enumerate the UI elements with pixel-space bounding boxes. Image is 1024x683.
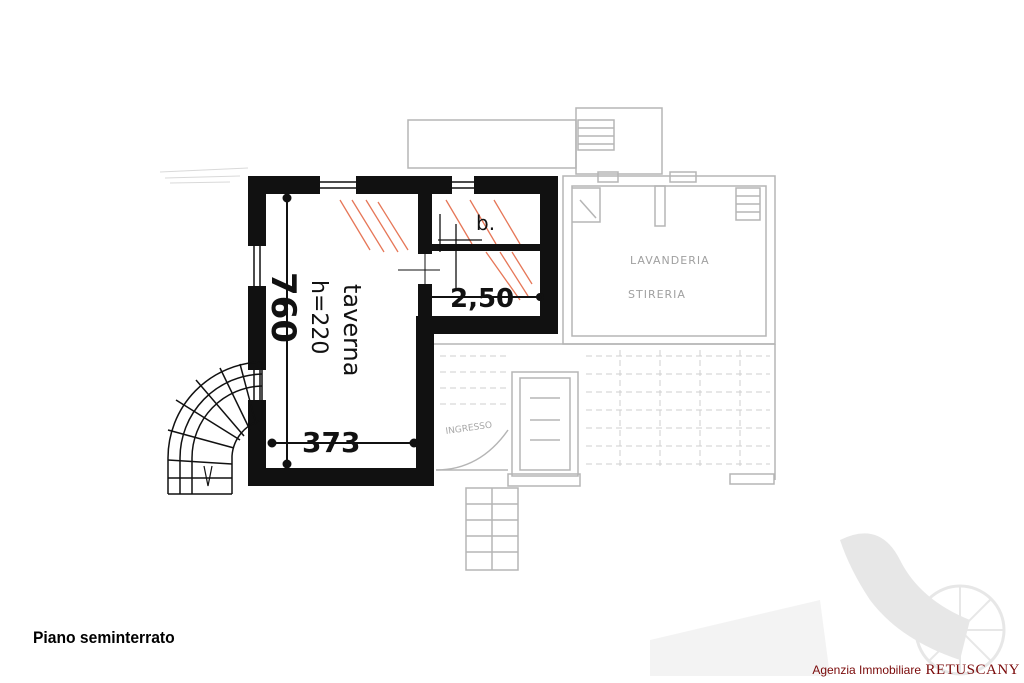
- floor-caption: Piano seminterrato: [33, 628, 175, 647]
- agency-watermark: Agenzia Immobiliare RETUSCANY: [812, 661, 1020, 679]
- lavanderia-label: LAVANDERIA: [630, 254, 710, 267]
- windows: [248, 176, 474, 400]
- bath-door: [438, 214, 482, 290]
- bath-label: b.: [476, 211, 495, 235]
- dimension-lines: [267, 193, 544, 469]
- watermark-brand: RETUSCANY: [925, 662, 1020, 678]
- watermark-prefix: Agenzia Immobiliare: [812, 663, 922, 677]
- stireria-label: STIRERIA: [628, 288, 686, 301]
- central-column: [511, 371, 579, 477]
- spiral-staircase: [167, 361, 263, 495]
- red-hatch: [339, 199, 533, 301]
- ground-texture: [159, 167, 249, 184]
- dimension-760: 760: [263, 272, 303, 343]
- paving-pattern: [440, 350, 770, 470]
- watermark-graphic: [650, 533, 1006, 676]
- height-label: h=220: [306, 280, 331, 354]
- dimension-250: 2,50: [450, 284, 514, 314]
- faded-plan: [407, 107, 776, 571]
- upper-box-left: [407, 119, 577, 169]
- upper-box-right: [575, 107, 663, 175]
- dimension-373: 373: [302, 426, 360, 459]
- taverna-label: taverna: [338, 284, 366, 376]
- ingresso-label: INGRESSO: [445, 421, 493, 437]
